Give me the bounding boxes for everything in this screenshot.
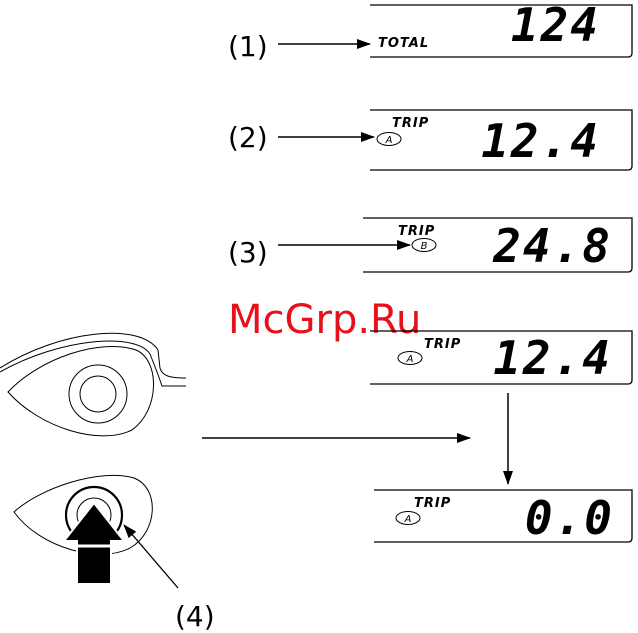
watermark: McGrp.Ru: [228, 297, 421, 343]
display-reading: 12.4: [481, 114, 600, 168]
display-mode-label: TRIP: [414, 496, 451, 511]
display-reading: 24.8: [492, 219, 612, 273]
display-mode-label: TOTAL: [378, 36, 429, 51]
display-reading: 124: [511, 0, 600, 52]
instrument-panel-upper: [0, 333, 186, 436]
display-reading: 12.4: [493, 331, 612, 385]
callout-2: (2): [228, 121, 268, 154]
display-mode-label: TRIP: [392, 116, 429, 131]
panel-bezel: [8, 346, 154, 435]
callout-4: (4): [175, 600, 215, 633]
instrument-panel-lower: [14, 475, 178, 588]
trip-badge: B: [421, 241, 428, 252]
display-trip-a: TRIP A 12.4: [370, 110, 632, 170]
display-reading: 0.0: [525, 491, 614, 545]
callout-3: (3): [228, 236, 268, 269]
callout-1: (1): [228, 30, 268, 63]
trip-badge: A: [385, 135, 393, 146]
leader-line-4: [124, 525, 178, 588]
display-trip-a-after-reset: TRIP A 0.0: [374, 490, 632, 545]
reset-knob-icon: [80, 376, 116, 412]
display-mode-label: TRIP: [424, 337, 461, 352]
panel-outline-outer: [0, 333, 186, 378]
reset-knob-ring: [69, 365, 127, 423]
display-mode-label: TRIP: [398, 224, 435, 239]
trip-badge: A: [404, 514, 412, 525]
trip-badge: A: [406, 354, 414, 365]
display-total: TOTAL 124: [370, 0, 632, 57]
